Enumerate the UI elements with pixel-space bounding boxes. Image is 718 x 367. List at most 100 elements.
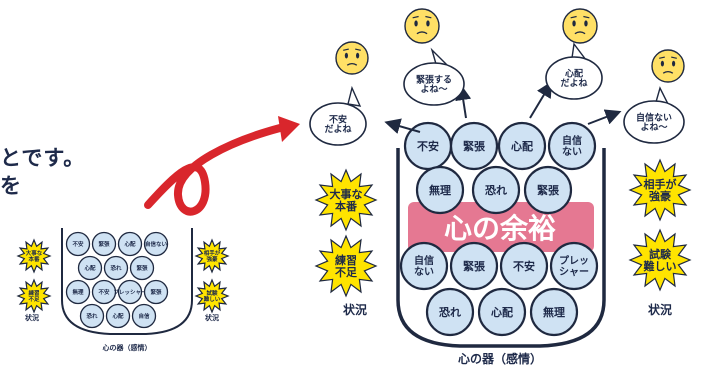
emotion-ball: 恐れ <box>471 165 521 215</box>
emotion-ball-label: 自信 <box>562 134 582 147</box>
speech-bubble-no-confidence-text: 自信ない <box>636 111 672 123</box>
small-burst-strong-opponent-label: 相手が <box>204 249 221 257</box>
emotion-ball-label: プレッ <box>559 254 589 267</box>
speech-bubble-worried-text: 心配 <box>565 68 583 79</box>
small-emotion-ball-label: 恐れ <box>110 264 122 272</box>
burst-strong-opponent-label: 強豪 <box>649 189 671 203</box>
left-text-line2: を <box>0 174 21 198</box>
emotion-ball: 恐れ <box>425 287 475 337</box>
emotion-ball-label: ない <box>562 146 582 158</box>
small-emotion-ball: 緊張 <box>91 231 117 257</box>
small-container-caption: 心の器（感情） <box>103 343 152 352</box>
small-emotion-ball: 心配 <box>105 303 131 329</box>
small-burst-strong-opponent-label: 強豪 <box>206 255 218 263</box>
emotion-ball-label: 無理 <box>543 305 565 319</box>
small-emotion-ball-label: 不安 <box>98 288 110 296</box>
small-emotion-ball-label: プレッシャー <box>113 288 147 296</box>
worried-face-icon <box>404 8 440 44</box>
emotion-ball-label: 恐れ <box>485 184 507 197</box>
emotion-ball-label: 恐れ <box>439 306 461 319</box>
small-emotion-ball: 心配 <box>117 231 143 257</box>
small-emotion-ball-label: 心配 <box>112 312 124 320</box>
small-emotion-ball-label: 自信ない <box>145 240 168 248</box>
small-emotion-ball-label: 恐れ <box>86 312 98 320</box>
emotion-ball-label: 無理 <box>429 183 451 197</box>
small-emotion-ball: 不安 <box>65 231 91 257</box>
small-burst-hard-exam-label: 試験 <box>206 289 218 297</box>
speech-bubble-no-confidence-text: よね〜 <box>640 122 667 133</box>
mental-leeway-label: 心の余裕 <box>444 212 556 245</box>
burst-strong-opponent-label: 相手が <box>644 177 677 191</box>
small-burst-lack-practice-label: 不足 <box>28 295 40 303</box>
small-emotion-ball: 緊張 <box>143 279 169 305</box>
emotion-ball-label: 緊張 <box>537 184 560 197</box>
emotion-ball-label: 緊張 <box>463 140 486 153</box>
small-emotion-ball-label: 心配 <box>84 264 96 272</box>
burst-lack-practice-label: 練習 <box>335 253 357 267</box>
small-emotion-ball: 恐れ <box>79 303 105 329</box>
small-emotion-ball: 不安 <box>91 279 117 305</box>
small-emotion-ball: 恐れ <box>103 255 129 281</box>
emotion-ball-label: 緊張 <box>463 260 486 273</box>
small-emotion-ball-label: 自信 <box>138 312 150 320</box>
small-burst-big-event-label: 本番 <box>28 255 40 263</box>
burst-lack-practice-label: 不足 <box>335 266 358 279</box>
small-situation-right: 状況 <box>205 313 219 322</box>
emotion-ball-label: 心配 <box>491 305 513 319</box>
emotion-ball: 自信ない <box>399 241 449 291</box>
small-emotion-ball: 自信ない <box>143 231 169 257</box>
mental-leeway-band <box>408 202 594 252</box>
small-burst-lack-practice-label: 練習 <box>28 289 39 297</box>
emotion-ball-label: ない <box>414 266 434 278</box>
emotion-ball: 自信ない <box>547 121 597 171</box>
small-container: 不安緊張心配自信ない心配恐れ緊張無理不安プレッシャー緊張恐れ心配自信 心の器（感… <box>61 228 193 352</box>
emotion-ball: 無理 <box>415 165 465 215</box>
emotion-ball: 緊張 <box>523 165 573 215</box>
emotion-ball-label: 心配 <box>511 139 533 153</box>
emotion-ball: 無理 <box>529 287 579 337</box>
small-emotion-ball-label: 心配 <box>124 240 136 248</box>
speech-bubble-nervous-text: よね〜 <box>420 84 447 95</box>
emotion-ball: 不安 <box>499 241 549 291</box>
burst-hard-exam-label: 難しい <box>644 259 677 273</box>
container-caption: 心の器（感情） <box>458 351 542 366</box>
emotion-ball-label: 不安 <box>417 139 439 153</box>
thought-arrows <box>384 81 622 134</box>
small-burst-big-event-label: 大事な <box>26 249 43 257</box>
small-emotion-ball-label: 無理 <box>72 288 84 296</box>
left-text-line1: とです。 <box>0 146 86 170</box>
emotion-ball: プレッシャー <box>549 241 599 291</box>
worried-face-icon <box>335 41 369 75</box>
speech-bubble-worried-text: だよね <box>560 78 587 89</box>
small-emotion-ball-label: 緊張 <box>98 240 110 248</box>
small-situation-left: 状況 <box>25 313 39 322</box>
emotion-ball-label: 自信 <box>414 254 434 267</box>
burst-big-event-label: 大事な <box>330 187 363 201</box>
speech-bubble-anxious-text: 不安 <box>329 113 347 125</box>
emotion-ball: 緊張 <box>449 121 499 171</box>
worried-face-icon <box>651 49 685 83</box>
small-burst-hard-exam-label: 難しい <box>204 295 221 303</box>
worried-face-icon <box>562 8 598 44</box>
small-emotion-ball-label: 緊張 <box>150 288 162 296</box>
small-emotion-ball: 無理 <box>65 279 91 305</box>
situation-label-right: 状況 <box>648 302 672 317</box>
small-emotion-ball: 自信 <box>131 303 157 329</box>
emotion-ball: 心配 <box>477 287 527 337</box>
situation-label-left: 状況 <box>343 302 367 317</box>
small-emotion-ball: 心配 <box>77 255 103 281</box>
